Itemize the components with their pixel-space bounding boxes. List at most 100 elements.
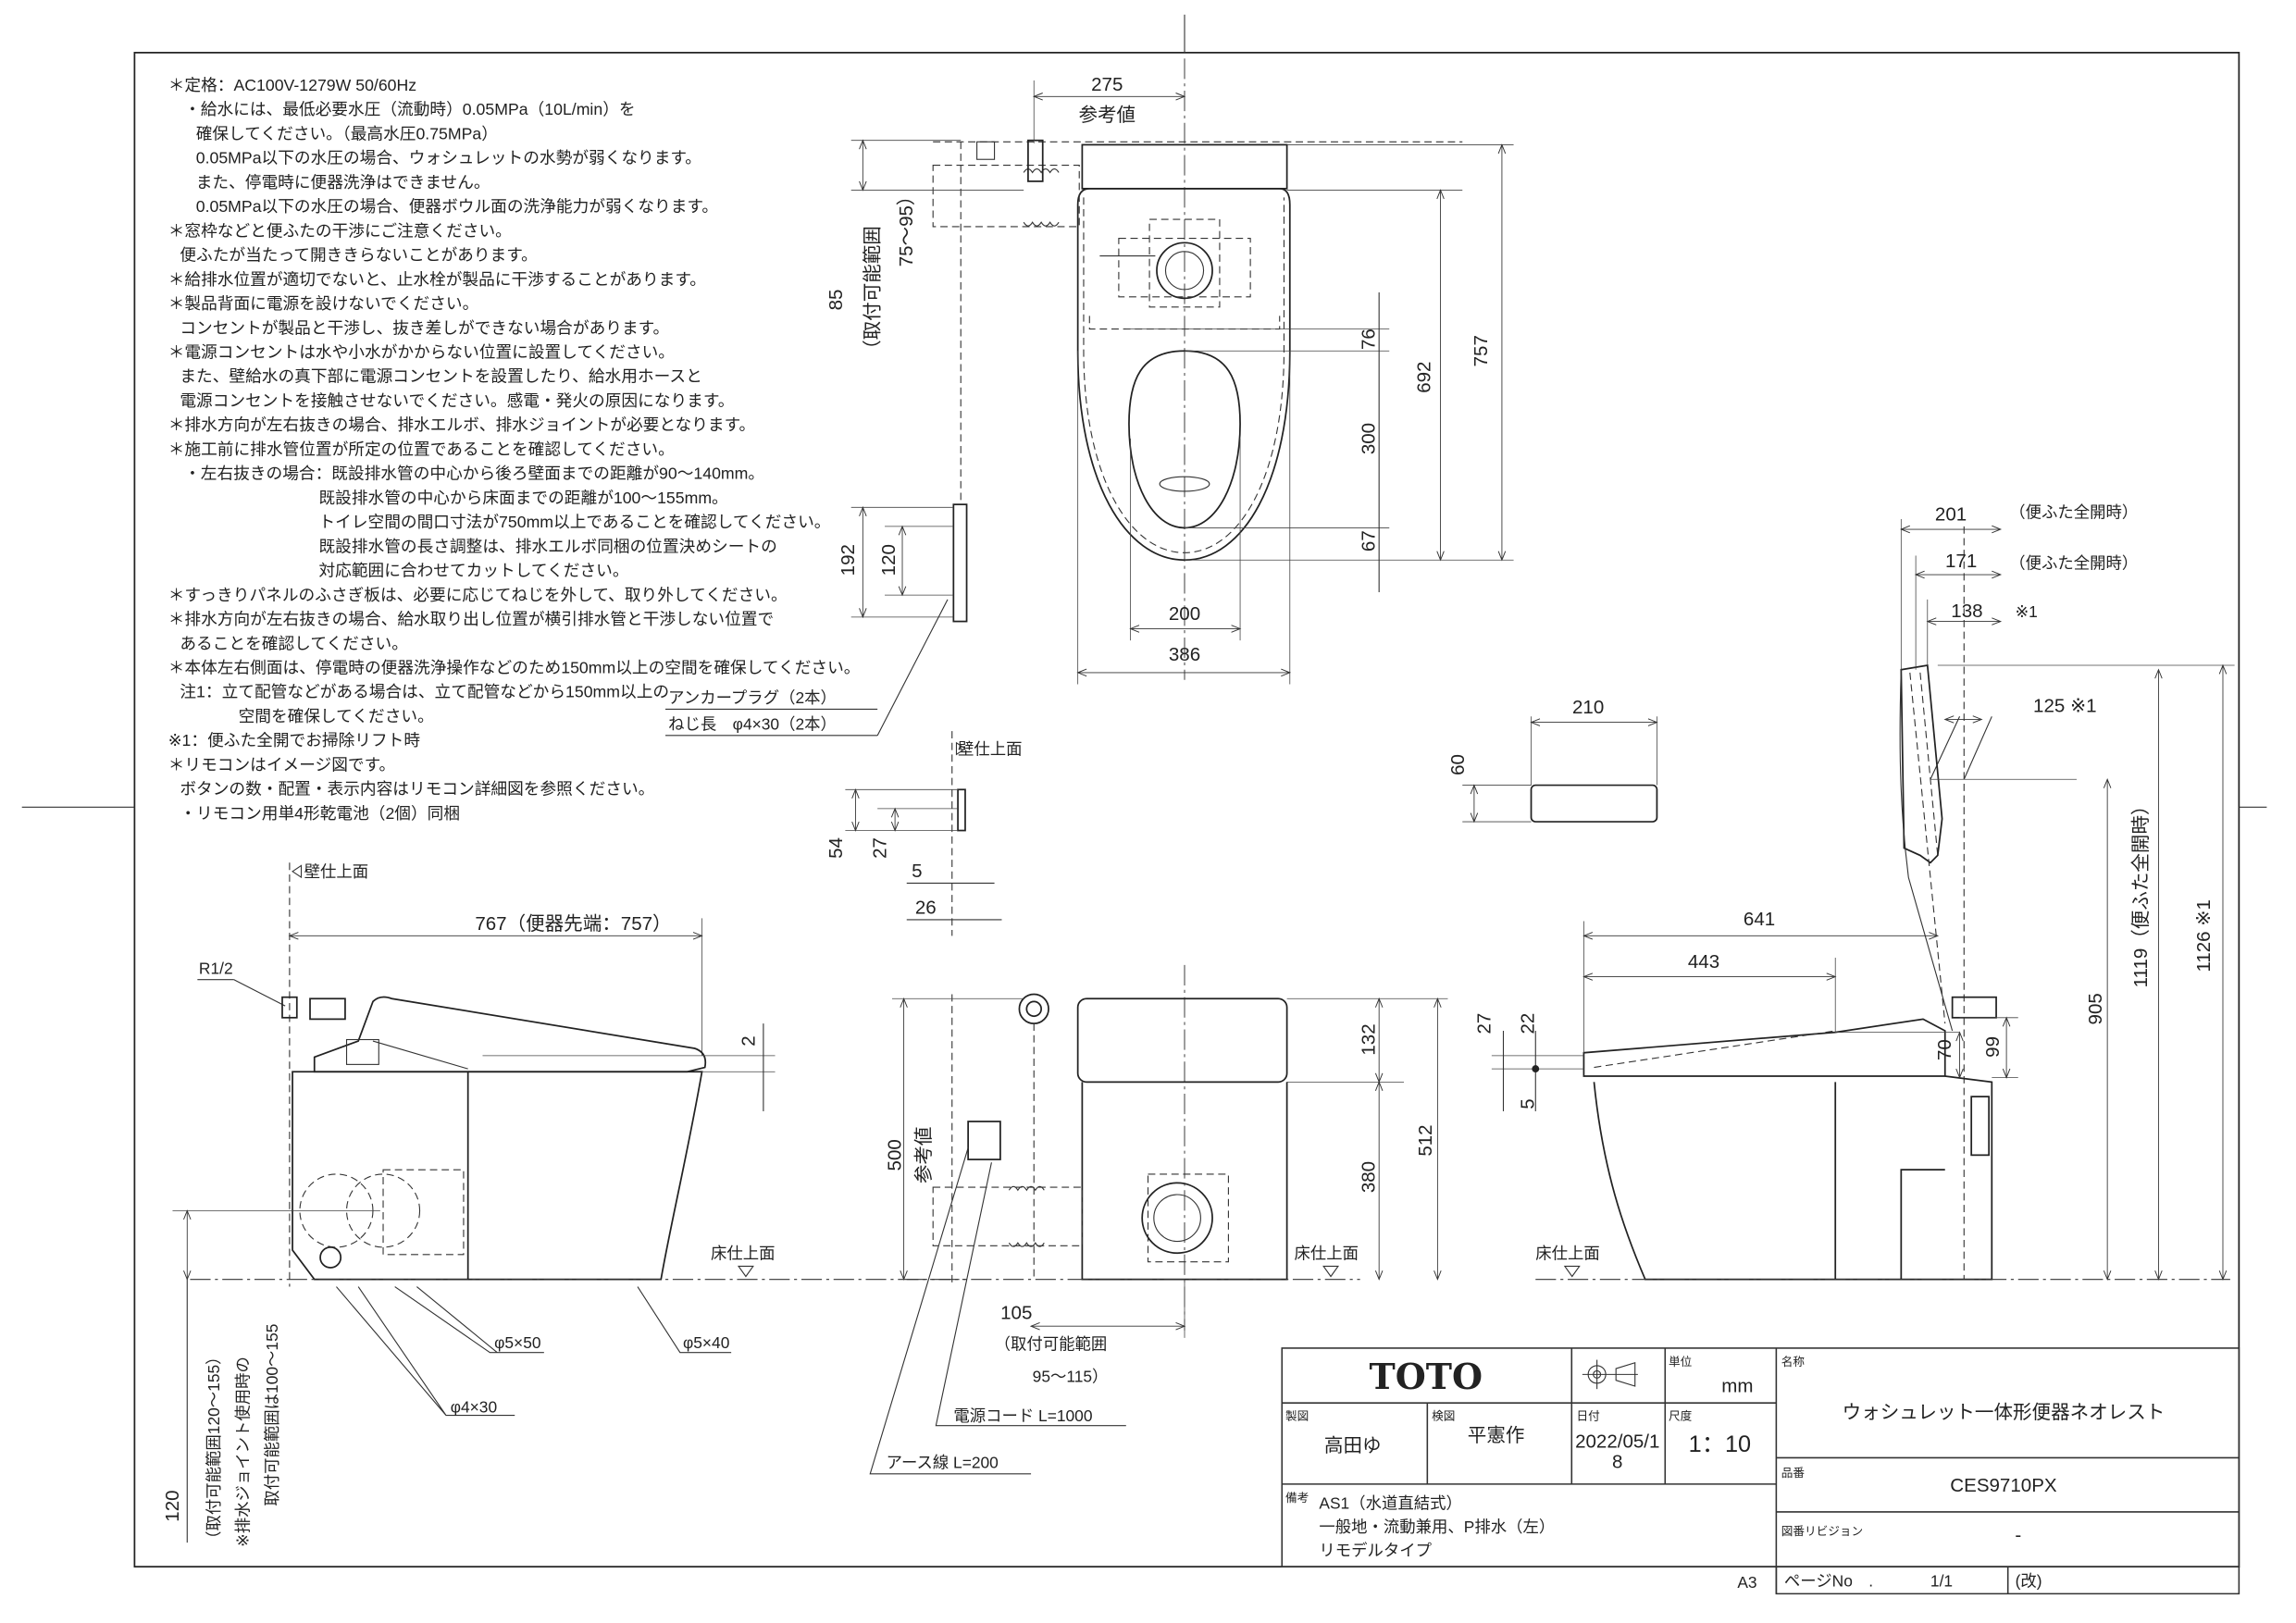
note-line: ・給水には、最低必要水圧（流動時）0.05MPa（10L/min）を	[184, 100, 635, 118]
dim-512: 512	[1415, 1124, 1436, 1156]
lid-open-outline	[1900, 663, 1943, 864]
remarks-line-1: AS1（水道直結式）	[1319, 1494, 1461, 1513]
drain-fitting	[1156, 242, 1213, 300]
dim-641: 641	[1744, 909, 1775, 930]
dim-757: 757	[1471, 335, 1492, 366]
range-note-3: 取付可能範囲は100～155	[263, 1324, 281, 1506]
dim-27: 27	[1473, 1013, 1495, 1035]
note-line: ・左右抜きの場合：既設排水管の中心から後ろ壁面までの距離が90～140mm。	[184, 465, 764, 483]
ref-value-label: 参考値	[1078, 105, 1136, 126]
top-view: 275 参考値 85 （取付可能範囲 75～95） 757 692 76 300…	[665, 58, 1514, 737]
dim-70: 70	[1934, 1039, 1955, 1060]
dim-192: 192	[838, 544, 859, 576]
drawn-label: 製図	[1285, 1409, 1309, 1422]
wall-surface-label: 壁仕上面	[304, 862, 369, 881]
dim-500: 500	[884, 1139, 905, 1171]
body-outline	[292, 1071, 469, 1281]
floor-surface-label: 床仕上面	[1535, 1245, 1600, 1263]
dim-1126: 1126 ※1	[2193, 899, 2215, 972]
screw-5x40-label: φ5×40	[683, 1333, 729, 1352]
dim-386: 386	[1169, 644, 1200, 665]
note-line: 空間を確保してください。	[239, 707, 434, 725]
dim-5: 5	[1518, 1098, 1539, 1109]
note-line: ＊本体左右側面は、停電時の便器洗浄操作などのため150mm以上の空間を確保してく…	[168, 659, 861, 677]
dim-120: 120	[878, 544, 900, 576]
range-value: 95～115）	[1033, 1367, 1109, 1385]
note-line: コンセントが製品と干渉し、抜き差しができない場合があります。	[180, 318, 669, 337]
note-line: また、停電時に便器洗浄はできません。	[196, 173, 490, 192]
remote-side-view: 壁仕上面 54 27 5 26 210 60	[825, 697, 1658, 936]
date-line-2: 8	[1612, 1452, 1622, 1473]
drain-fitting-front	[1141, 1182, 1213, 1255]
dim-300: 300	[1358, 423, 1379, 454]
dim-275: 275	[1091, 74, 1123, 95]
drawing-frame	[133, 52, 2240, 1568]
remarks-line-2: 一般地・流動兼用、P排水（左）	[1319, 1518, 1555, 1536]
earth-wire-label: アース線 L=200	[887, 1454, 999, 1472]
note-line: ＊定格：AC100V-1279W 50/60Hz	[168, 76, 416, 94]
r12-label: R1/2	[199, 959, 233, 977]
drawn-by: 高田ゆ	[1324, 1435, 1382, 1456]
remarks-line-3: リモデルタイプ	[1319, 1541, 1432, 1559]
dim-120: 120	[162, 1490, 183, 1521]
dim-200: 200	[1169, 603, 1200, 625]
unit-label: 単位	[1669, 1356, 1693, 1369]
front-view: 500 参考値 132 380 512 床仕上面 105 （取付可能範囲 95～…	[869, 964, 1448, 1475]
title-block: TOTO 単位 mm 製図 高田ゆ 検図 平憲作 日付 2022/05/1 8 …	[1281, 1347, 2240, 1595]
range-label: （取付可能範囲	[863, 226, 884, 359]
screw-4x30-label: φ4×30	[451, 1397, 497, 1416]
remote-control	[1530, 784, 1658, 823]
note-line: ＊窓枠などと便ふたの干渉にご注意ください。	[168, 221, 512, 240]
power-cord-label: 電源コード L=1000	[953, 1406, 1092, 1425]
dim-105: 105	[1000, 1302, 1032, 1323]
lid-open-label-1: （便ふた全開時）	[2009, 502, 2138, 521]
dim-443: 443	[1688, 951, 1719, 973]
range-label: （取付可能範囲	[995, 1335, 1108, 1354]
seat-outline	[1582, 1018, 1946, 1077]
page-number: 1/1	[1930, 1571, 1953, 1590]
dim-99: 99	[1982, 1036, 2004, 1058]
dim-125: 125 ※1	[2033, 696, 2097, 717]
paper-size: A3	[1737, 1573, 1756, 1592]
dim-22: 22	[1518, 1013, 1539, 1035]
part-number: CES9710PX	[1950, 1475, 2057, 1496]
brand-logo: TOTO	[1370, 1356, 1483, 1397]
screw-5x50-label: φ5×50	[494, 1333, 540, 1352]
note-line: 電源コンセントを接触させないでください。感電・発火の原因になります。	[180, 391, 734, 410]
third-angle-projection-icon	[1582, 1359, 1638, 1390]
note-line: ＊排水方向が左右抜きの場合、給水取り出し位置が横引排水管と干渉しない位置で	[168, 610, 774, 628]
dim-201: 201	[1935, 504, 1967, 526]
dim-26: 26	[915, 898, 937, 919]
note-line: トイレ空間の間口寸法が750mm以上であることを確認してください。	[318, 513, 830, 531]
page-label: ページNo .	[1784, 1571, 1873, 1590]
note-line: ＊排水方向が左右抜きの場合、排水エルボ、排水ジョイントが必要となります。	[168, 415, 755, 434]
ref-value-label: 参考値	[913, 1127, 935, 1184]
checked-by: 平憲作	[1468, 1425, 1525, 1446]
note-line: 注1：立て配管などがある場合は、立て配管などから150mm以上の	[180, 683, 669, 701]
revision-label: 図番リビジョン	[1781, 1525, 1863, 1538]
dim-76: 76	[1358, 328, 1379, 350]
dim-5: 5	[912, 861, 922, 882]
dim-1119: 1119（便ふた全開時）	[2130, 796, 2152, 987]
mark-1: ※1	[2016, 602, 2038, 621]
note-line: ＊製品背面に電源を設けないでください。	[168, 294, 479, 313]
note-line: 対応範囲に合わせてカットしてください。	[318, 562, 628, 580]
remarks-label: 備考	[1285, 1491, 1309, 1505]
dim-380: 380	[1358, 1161, 1379, 1193]
scale-value: 1：10	[1689, 1431, 1751, 1457]
date-line-1: 2022/05/1	[1575, 1431, 1659, 1452]
note-line: 0.05MPa以下の水圧の場合、便器ボウル面の洗浄能力が弱くなります。	[196, 197, 718, 216]
range-value: 75～95）	[896, 187, 917, 267]
note-line: 0.05MPa以下の水圧の場合、ウォシュレットの水勢が弱くなります。	[196, 149, 701, 167]
dim-132: 132	[1358, 1023, 1379, 1055]
dim-85: 85	[825, 290, 847, 311]
scale-label: 尺度	[1669, 1408, 1693, 1422]
right-side-view: 床仕上面 201 （便ふた全開時） 171 （便ふた全開時） 138 ※1 12…	[1473, 502, 2235, 1281]
dim-210: 210	[1572, 697, 1604, 718]
name-label: 名称	[1781, 1355, 1806, 1369]
wall-surface-label: 壁仕上面	[958, 739, 1023, 758]
left-side-view: 壁仕上面 767（便器先端：757） R1/2 2 床仕上面 φ5×50 φ5×…	[162, 862, 965, 1547]
revision-mark: (改)	[2016, 1571, 2042, 1590]
product-name: ウォシュレット一体形便器ネオレスト	[1843, 1402, 2166, 1423]
note-line: ＊施工前に排水管位置が所定の位置であることを確認してください。	[168, 440, 675, 458]
